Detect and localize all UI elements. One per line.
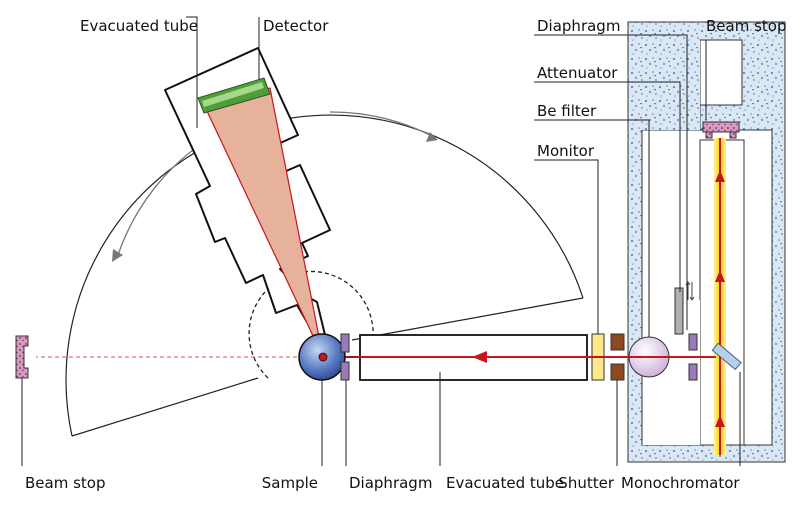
shutter-top [610, 333, 625, 351]
beam-stop-top [702, 121, 740, 133]
shutter-bottom [610, 363, 625, 381]
diaphragm-right-top [688, 333, 698, 351]
diaphragm-right-bottom [688, 363, 698, 381]
label-beam-stop-top: Beam stop [706, 17, 787, 35]
arrow-left-icon [472, 351, 487, 363]
label-sample: Sample [262, 474, 318, 492]
beam-stop-left [15, 335, 29, 379]
label-detector: Detector [263, 17, 329, 35]
label-monochromator: Monochromator [621, 474, 740, 492]
curved-arrow-icon-right [329, 111, 433, 137]
label-evacuated-tube-bottom: Evacuated tube [446, 474, 564, 492]
label-diaphragm-top: Diaphragm [537, 17, 620, 35]
label-attenuator: Attenuator [537, 64, 618, 82]
diaphragm-sample-bottom [340, 361, 350, 381]
attenuator [674, 287, 684, 335]
diaphragm-sample-top [340, 333, 350, 353]
rotation-arc [65, 114, 584, 437]
label-monitor: Monitor [537, 142, 595, 160]
leader-lines [21, 16, 741, 466]
primary-beam [714, 138, 726, 455]
monochromator-crystal [711, 342, 742, 371]
label-beam-stop-left: Beam stop [25, 474, 106, 492]
label-be-filter: Be filter [537, 102, 597, 120]
label-diaphragm-bottom: Diaphragm [349, 474, 432, 492]
label-shutter: Shutter [558, 474, 615, 492]
label-evacuated-tube-top: Evacuated tube [80, 17, 198, 35]
